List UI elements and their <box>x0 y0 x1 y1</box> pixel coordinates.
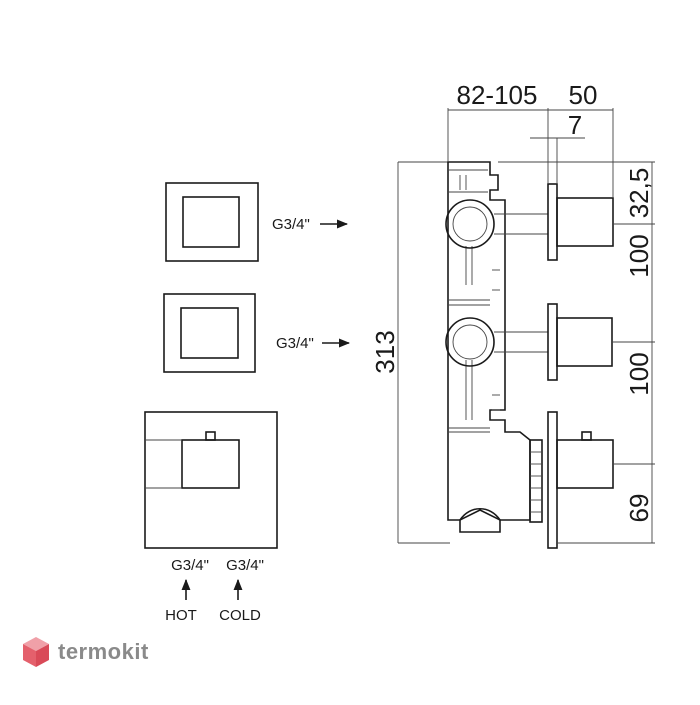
thermostat-plate <box>144 411 278 549</box>
outlet-port-middle <box>445 317 548 367</box>
outlet-port-top <box>445 199 548 249</box>
outlet-mid-size-label: G3/4" <box>276 335 314 352</box>
outlet-top-size-label: G3/4" <box>272 216 310 233</box>
cold-label: COLD <box>219 607 261 624</box>
cube-logo-icon <box>23 637 49 667</box>
dim-body-depth: 82-105 <box>457 80 538 110</box>
dim-bottom: 69 <box>624 494 654 523</box>
thermostat-handle-side <box>556 431 614 489</box>
dim-top-offset: 32,5 <box>624 168 654 219</box>
valve-body <box>447 161 543 533</box>
inlet-cold-size-label: G3/4" <box>226 557 264 574</box>
top-handle-side <box>556 197 614 247</box>
top-handle-plate <box>165 182 259 262</box>
dim-plate-thickness: 7 <box>568 110 582 140</box>
middle-handle-plate <box>163 293 256 373</box>
watermark-brand-text: termokit <box>58 639 149 664</box>
top-wall-plate <box>547 183 558 261</box>
dim-spacing-2: 100 <box>624 352 654 395</box>
watermark-logo: termokit <box>22 636 149 668</box>
bottom-wall-plate <box>547 411 558 549</box>
middle-handle-side <box>556 317 613 367</box>
dim-total-height: 313 <box>370 330 400 373</box>
front-view: G3/4" G3/4" G3/4" G3/4" HOT COLD <box>144 182 351 624</box>
middle-wall-plate <box>547 303 558 381</box>
side-view: 313 <box>370 80 655 549</box>
hot-label: HOT <box>165 607 197 624</box>
dim-handle-depth: 50 <box>569 80 598 110</box>
dim-spacing-1: 100 <box>624 234 654 277</box>
inlet-hot-size-label: G3/4" <box>171 557 209 574</box>
